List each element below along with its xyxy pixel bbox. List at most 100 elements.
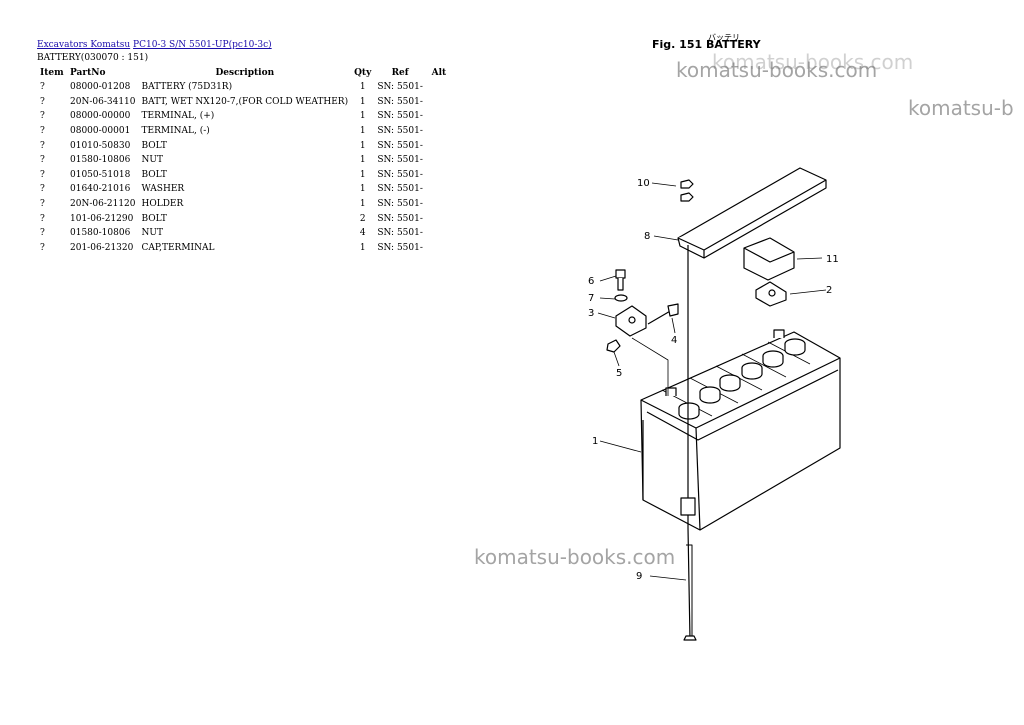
cell-partno: 08000-01208 [70,82,131,93]
cell-qty: 1 [359,155,366,166]
breadcrumb-link-category[interactable]: Excavators Komatsu [37,40,131,50]
cell-ref: SN: 5501- [377,242,423,253]
header-description: Description [215,68,275,78]
cell-description: TERMINAL, (+) [141,111,215,122]
cell-ref: SN: 5501- [377,169,423,180]
cell-item: ? [40,228,45,239]
nut-5 [606,339,621,353]
cell-ref: SN: 5501- [377,155,423,166]
terminal-minus-3 [615,303,679,337]
cell-description: BOLT [141,169,167,180]
terminal-cap-11 [743,237,795,281]
cell-partno: 20N-06-34110 [70,96,136,107]
header-ref: Ref [391,68,409,78]
bolt-9-head [683,635,697,641]
callout-5: 5 [616,368,622,379]
cell-description: CAP,TERMINAL [141,242,215,253]
bolt-6 [615,269,626,291]
table-row: ? 01050-51018 BOLT 1 SN: 5501- [37,168,452,183]
cell-qty: 1 [359,169,366,180]
cell-ref: SN: 5501- [377,140,423,151]
cell-qty: 1 [359,111,366,122]
cell-description: BOLT [141,213,167,224]
terminal-plus-2 [755,281,787,307]
watermark-bottom: komatsu-books.com [474,545,676,569]
hook-bracket [680,497,696,516]
leader-lines [597,182,827,581]
cell-item: ? [40,169,45,180]
table-row: ? 01580-10806 NUT 1 SN: 5501- [37,153,452,168]
table-row: ? 20N-06-34110 BATT, WET NX120-7,(FOR COLD… [37,95,452,110]
cell-description: WASHER [141,184,185,195]
cell-item: ? [40,140,45,151]
cell-item: ? [40,111,45,122]
table-header-row: Item PartNo Description Qty Ref Alt [37,66,452,80]
page-subtitle: BATTERY(030070 : 151) [37,53,149,63]
watermark-right: komatsu-b [908,96,1014,120]
cell-description: NUT [141,228,163,239]
cell-partno: 01010-50830 [70,140,131,151]
cell-qty: 1 [359,96,366,107]
callout-10: 10 [637,178,650,189]
cell-ref: SN: 5501- [377,228,423,239]
cell-description: BATTERY (75D31R) [141,82,233,93]
cell-partno: 101-06-21290 [70,213,134,224]
cell-qty: 1 [359,242,366,253]
watermark-top-ghost: komatsu-books.com [712,50,914,74]
washer-7 [614,294,628,302]
cell-description: BATT, WET NX120-7,(FOR COLD WEATHER) [141,96,349,107]
cell-ref: SN: 5501- [377,184,423,195]
battery-body [640,331,841,531]
callout-7: 7 [588,293,594,304]
cell-qty: 4 [359,228,366,239]
callout-11: 11 [826,254,839,265]
cell-partno: 01580-10806 [70,155,131,166]
cell-item: ? [40,82,45,93]
holder-rod [687,245,691,641]
cell-item: ? [40,126,45,137]
callout-9: 9 [636,571,642,582]
holder-bar [677,167,827,259]
cell-item: ? [40,96,45,107]
cell-qty: 1 [359,184,366,195]
figure-title-kana: バッテリ [708,33,740,42]
cell-description: TERMINAL, (-) [141,126,210,137]
cell-qty: 1 [359,126,366,137]
header-partno: PartNo [70,68,106,78]
callout-1: 1 [592,436,598,447]
cell-item: ? [40,213,45,224]
cell-ref: SN: 5501- [377,96,423,107]
cell-qty: 1 [359,82,366,93]
header-item: Item [40,68,64,78]
cell-partno: 08000-00000 [70,111,131,122]
watermark-top: komatsu-books.com [676,58,878,82]
figure-title-text: Fig. 151 BATTERY [652,38,761,51]
cell-qty: 1 [359,199,366,210]
cell-qty: 1 [359,140,366,151]
breadcrumb-link-model[interactable]: PC10-3 S/N 5501-UP(pc10-3c) [133,40,272,50]
callout-6: 6 [588,276,594,287]
callout-8: 8 [644,231,650,242]
cell-description: NUT [141,155,163,166]
table-row: ? 01010-50830 BOLT 1 SN: 5501- [37,138,452,153]
cell-item: ? [40,242,45,253]
cell-ref: SN: 5501- [377,82,423,93]
cell-item: ? [40,184,45,195]
cell-ref: SN: 5501- [377,213,423,224]
parts-table: Item PartNo Description Qty Ref Alt ? 080… [37,66,452,255]
cell-ref: SN: 5501- [377,199,423,210]
cell-description: HOLDER [141,199,184,210]
cell-description: BOLT [141,140,167,151]
table-row: ? 08000-01208 BATTERY (75D31R) 1 SN: 5501- [37,80,452,95]
cell-item: ? [40,155,45,166]
cell-caps [665,329,806,420]
cell-partno: 01050-51018 [70,169,131,180]
